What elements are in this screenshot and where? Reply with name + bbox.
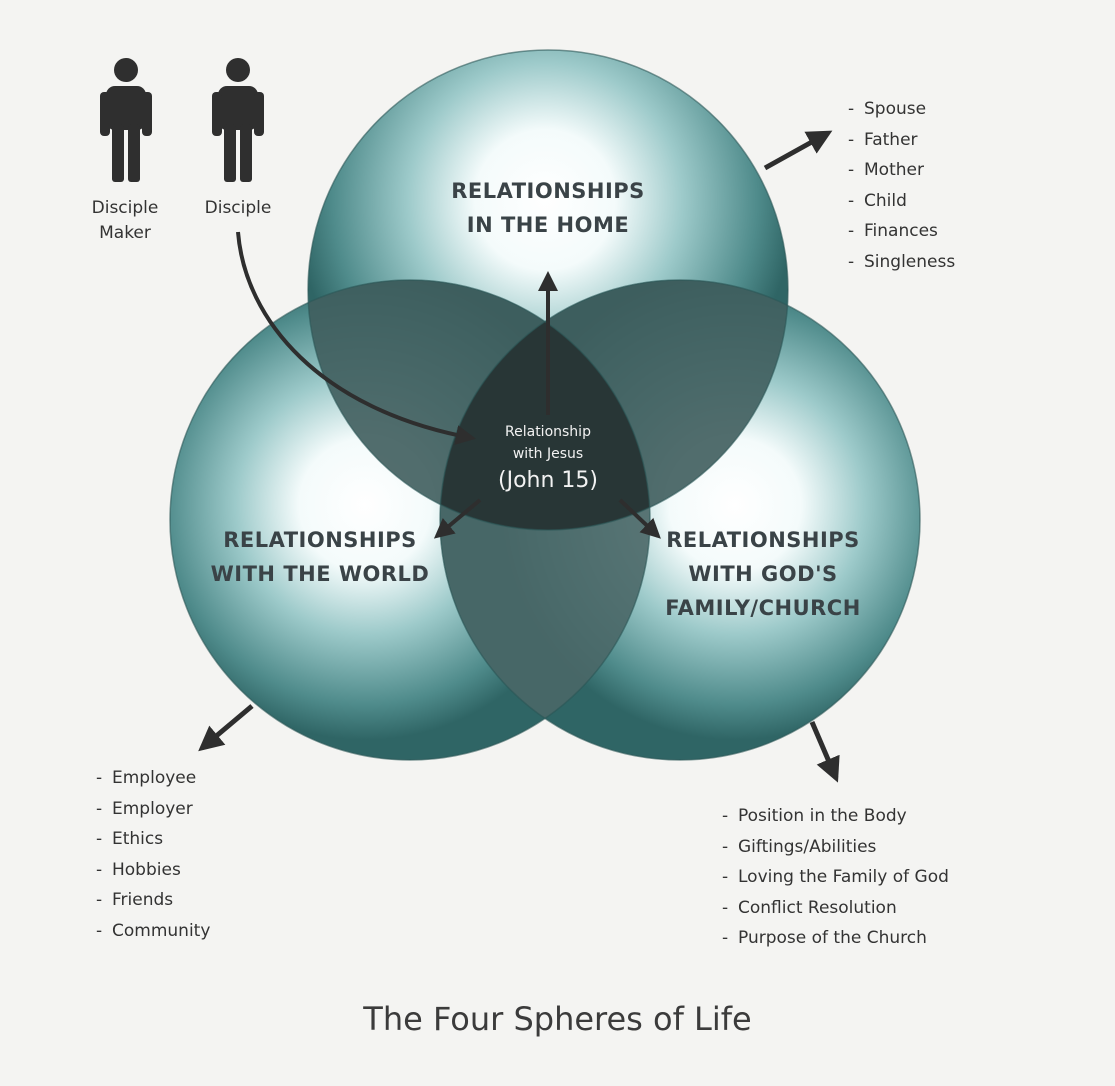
list-item: -Position in the Body [722, 806, 907, 826]
list-item: -Child [848, 190, 907, 211]
list-item: -Mother [848, 160, 924, 180]
world-list: -Employee -Employer -Ethics -Hobbies -Fr… [96, 763, 210, 946]
list-item: -Friends [96, 890, 174, 910]
list-item: -Purpose of the Church [722, 928, 927, 948]
person-icon [212, 58, 264, 182]
list-item: -Ethics [96, 829, 164, 849]
arrow-home-list [763, 130, 833, 171]
list-item: -Spouse [848, 99, 927, 119]
center-relationship-with-jesus [440, 280, 650, 530]
arrow-world-list [198, 704, 254, 752]
list-item: -Conflict Resolution [722, 897, 897, 918]
list-item: -Employer [96, 798, 193, 819]
disciple-label: Disciple [204, 198, 272, 218]
arrow-center-left [433, 498, 482, 539]
diagram-title: The Four Spheres of Life [363, 1000, 752, 1038]
sphere-world-title: RELATIONSHIPS WITH THE WORLD [210, 528, 430, 586]
arrow-church-list [809, 721, 840, 783]
list-item: -Singleness [848, 251, 956, 272]
arrow-center-right [618, 498, 661, 539]
list-item: -Hobbies [96, 859, 181, 880]
list-item: -Employee [96, 768, 197, 788]
center-label-line2: with Jesus [512, 446, 584, 462]
list-item: -Father [848, 129, 918, 150]
disciple-maker-label: Disciple Maker [91, 198, 159, 243]
list-item: -Community [96, 920, 211, 941]
list-item: -Loving the Family of God [722, 867, 949, 887]
home-list: -Spouse -Father -Mother -Child -Finances… [848, 94, 955, 277]
sphere-church-title: RELATIONSHIPS WITH GOD'S FAMILY/CHURCH [665, 528, 861, 620]
list-item: -Finances [848, 221, 938, 241]
person-icon [100, 58, 152, 182]
arrow-disciple-to-jesus [236, 231, 476, 445]
church-list: -Position in the Body -Giftings/Abilitie… [722, 801, 949, 954]
sphere-home-title: RELATIONSHIPS IN THE HOME [451, 179, 645, 237]
list-item: -Giftings/Abilities [722, 836, 877, 857]
center-label-line1: Relationship [505, 424, 591, 440]
center-label-line3: (John 15) [498, 468, 598, 493]
